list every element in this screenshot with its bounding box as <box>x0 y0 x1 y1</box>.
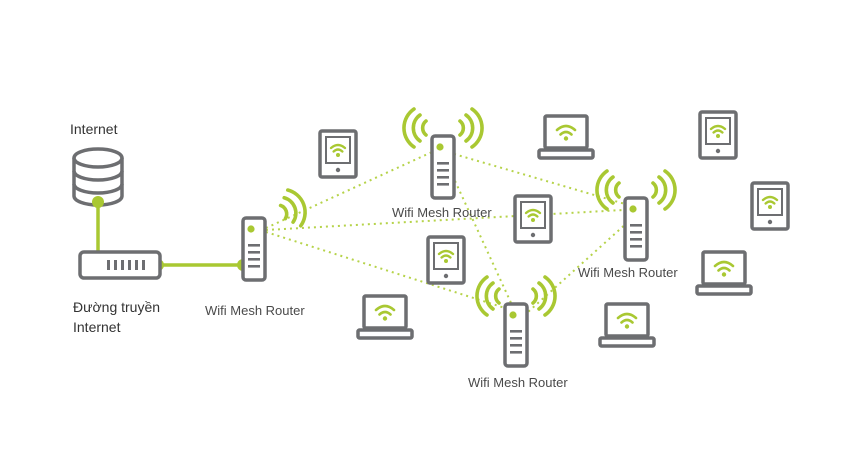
router-label: Wifi Mesh Router <box>392 205 492 220</box>
laptop-icon <box>356 294 414 340</box>
database-icon <box>72 147 124 207</box>
router-icon <box>623 196 649 262</box>
wifi-signal-icon <box>402 107 428 149</box>
router-icon <box>430 134 456 200</box>
router-icon <box>241 216 267 282</box>
wifi-signal-icon <box>458 107 484 149</box>
router-label: Wifi Mesh Router <box>468 375 568 390</box>
wifi-signal-icon <box>274 184 313 232</box>
mesh-link <box>449 169 513 306</box>
mesh-link <box>265 151 433 229</box>
wifi-signal-icon <box>651 169 677 211</box>
laptop-icon <box>598 302 656 348</box>
mesh-link <box>527 221 629 313</box>
tablet-icon <box>698 110 738 160</box>
tablet-icon <box>750 181 790 231</box>
tablet-icon <box>318 129 358 179</box>
modem-icon <box>78 250 162 280</box>
router-label: Wifi Mesh Router <box>578 265 678 280</box>
laptop-icon <box>695 250 753 296</box>
wifi-signal-icon <box>595 169 621 211</box>
isp-line-label-2: Internet <box>73 319 121 335</box>
tablet-icon <box>513 194 553 244</box>
router-label: Wifi Mesh Router <box>205 303 305 318</box>
tablet-icon <box>426 235 466 285</box>
isp-line-label: Đường truyền <box>73 299 160 315</box>
mesh-links <box>265 151 629 313</box>
laptop-icon <box>537 114 595 160</box>
internet-label: Internet <box>70 121 118 137</box>
wifi-signal-icon <box>475 275 501 317</box>
wifi-signal-icon <box>531 275 557 317</box>
connector-dot <box>92 196 104 208</box>
router-icon <box>503 302 529 368</box>
